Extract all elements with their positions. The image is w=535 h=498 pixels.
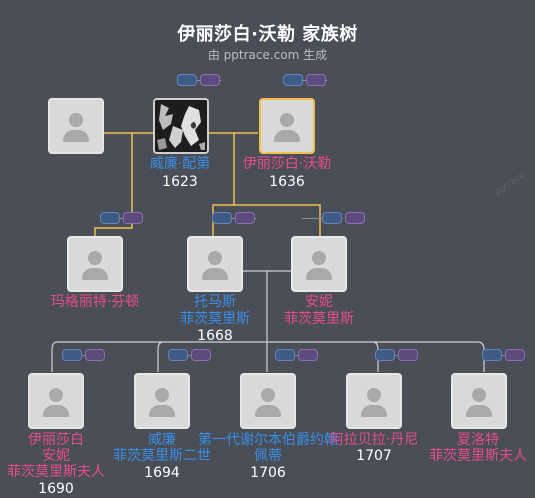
person-silhouette-icon [280, 113, 294, 127]
person-name: 第一代谢尔本伯爵约翰 [198, 432, 338, 448]
person-silhouette-icon [261, 388, 275, 402]
page-title: 伊丽莎白·沃勒 家族树 [177, 24, 358, 45]
person-card-unknown[interactable] [48, 98, 104, 154]
person-name: 玛格丽特·芬顿 [50, 294, 140, 310]
person-birth-year: 1668 [197, 328, 233, 344]
mother-tag[interactable] [235, 212, 255, 224]
person-card-elizabeth[interactable] [259, 98, 315, 154]
person-card-charlotte[interactable] [451, 373, 507, 429]
person-card-arabella[interactable] [346, 373, 402, 429]
person-name: 菲茨莫里斯夫人 [429, 448, 527, 464]
person-silhouette-icon [155, 388, 169, 402]
person-name: 伊丽莎白 [28, 432, 84, 448]
person-name: 威廉·配第 [149, 156, 211, 172]
person-card-john[interactable] [240, 373, 296, 429]
person-silhouette-icon [312, 251, 326, 265]
father-tag[interactable] [62, 349, 82, 361]
father-tag[interactable] [177, 74, 197, 86]
person-silhouette-icon [472, 388, 486, 402]
person-name: 安妮 [42, 448, 70, 464]
mother-tag[interactable] [191, 349, 211, 361]
person-name: 佩蒂 [254, 448, 282, 464]
mother-tag[interactable] [306, 74, 326, 86]
mother-tag[interactable] [345, 212, 365, 224]
father-tag[interactable] [275, 349, 295, 361]
person-name: 菲茨莫里斯 [180, 311, 250, 327]
page-subtitle: 由 pptrace.com 生成 [207, 48, 328, 62]
person-birth-year: 1706 [250, 465, 286, 481]
mother-tag[interactable] [85, 349, 105, 361]
person-silhouette-icon [208, 251, 222, 265]
father-tag[interactable] [168, 349, 188, 361]
person-birth-year: 1690 [38, 481, 74, 497]
person-birth-year: 1636 [269, 174, 305, 190]
parent-line-william-elizabeth [233, 133, 321, 236]
person-name: 伊丽莎白·沃勒 [242, 156, 332, 172]
mother-tag[interactable] [123, 212, 143, 224]
father-tag[interactable] [375, 349, 395, 361]
person-name: 阿拉贝拉·丹尼 [329, 432, 419, 448]
person-card-william[interactable] [153, 98, 209, 154]
mother-tag[interactable] [200, 74, 220, 86]
person-silhouette-icon [88, 251, 102, 265]
person-silhouette-icon [367, 388, 381, 402]
father-tag[interactable] [283, 74, 303, 86]
person-birth-year: 1707 [356, 448, 392, 464]
person-name: 夏洛特 [457, 432, 499, 448]
person-silhouette-icon [69, 113, 83, 127]
father-tag[interactable] [322, 212, 342, 224]
mother-tag[interactable] [505, 349, 525, 361]
father-tag[interactable] [212, 212, 232, 224]
person-silhouette-icon [49, 388, 63, 402]
mother-tag[interactable] [398, 349, 418, 361]
mother-tag[interactable] [298, 349, 318, 361]
person-birth-year: 1694 [144, 465, 180, 481]
person-name: 菲茨莫里斯夫人 [7, 464, 105, 480]
father-tag[interactable] [482, 349, 502, 361]
father-tag[interactable] [100, 212, 120, 224]
person-name: 菲茨莫里斯 [284, 311, 354, 327]
person-card-elizabeth2[interactable] [28, 373, 84, 429]
parent-line-thomas-margaret [94, 133, 133, 236]
portrait-photo [155, 100, 207, 152]
person-card-margaret[interactable] [67, 236, 123, 292]
person-card-william2[interactable] [134, 373, 190, 429]
person-birth-year: 1623 [162, 174, 198, 190]
person-name: 菲茨莫里斯二世 [113, 448, 211, 464]
person-card-thomas[interactable] [187, 236, 243, 292]
person-name: 安妮 [305, 294, 333, 310]
person-name: 威廉 [148, 432, 176, 448]
person-name: 托马斯 [194, 294, 236, 310]
person-card-anne[interactable] [291, 236, 347, 292]
